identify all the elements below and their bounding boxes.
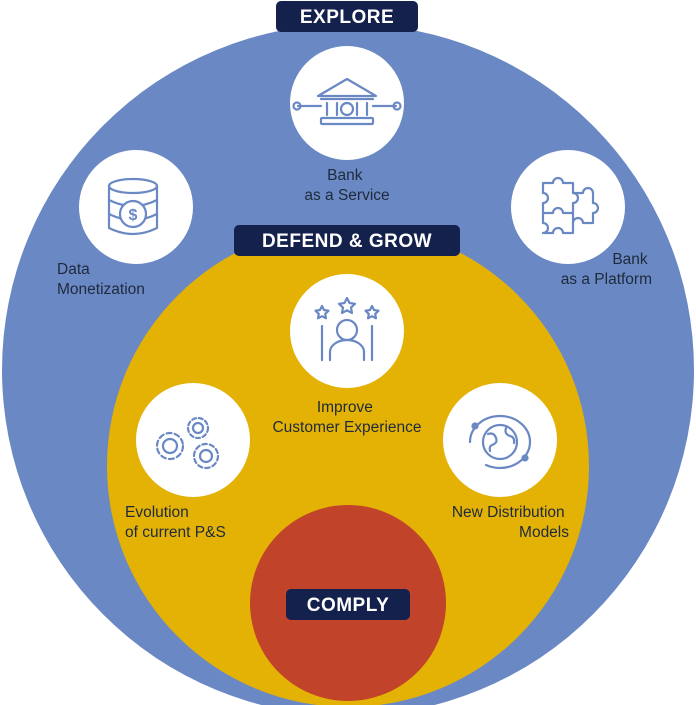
svg-text:$: $ — [129, 207, 138, 224]
new-distribution-models-node — [443, 383, 557, 497]
bank-as-a-platform-label: Bank as a Platform — [561, 251, 652, 288]
explore-badge: EXPLORE — [276, 1, 418, 32]
new-distribution-models-label: New Distribution Models — [452, 504, 569, 541]
improve-customer-experience-label: Improve Customer Experience — [272, 399, 421, 436]
evolution-of-current-ps-node — [136, 383, 250, 497]
bank-as-a-platform-node — [511, 150, 625, 264]
database-coin-icon: $ — [107, 177, 159, 236]
svg-text:DEFEND & GROW: DEFEND & GROW — [262, 231, 432, 252]
improve-customer-experience-node — [290, 274, 404, 388]
defend-grow-badge: DEFEND & GROW — [234, 225, 460, 256]
gears-icon — [155, 416, 220, 470]
evolution-of-current-ps-label: Evolution of current P&S — [125, 504, 226, 541]
globe-orbit-icon — [468, 414, 532, 470]
comply-badge: COMPLY — [286, 589, 410, 620]
data-monetization-node: $ — [79, 150, 193, 264]
bank-as-a-service-node — [290, 46, 404, 160]
svg-text:COMPLY: COMPLY — [307, 595, 390, 616]
svg-text:EXPLORE: EXPLORE — [300, 7, 394, 28]
puzzle-icon — [541, 176, 600, 235]
customer-stars-icon — [314, 296, 380, 362]
defend-grow-ring — [107, 225, 589, 705]
bank-as-a-service-label: Bank as a Service — [304, 167, 389, 204]
data-monetization-label: Data Monetization — [57, 261, 145, 298]
bank-building-icon — [292, 77, 402, 126]
